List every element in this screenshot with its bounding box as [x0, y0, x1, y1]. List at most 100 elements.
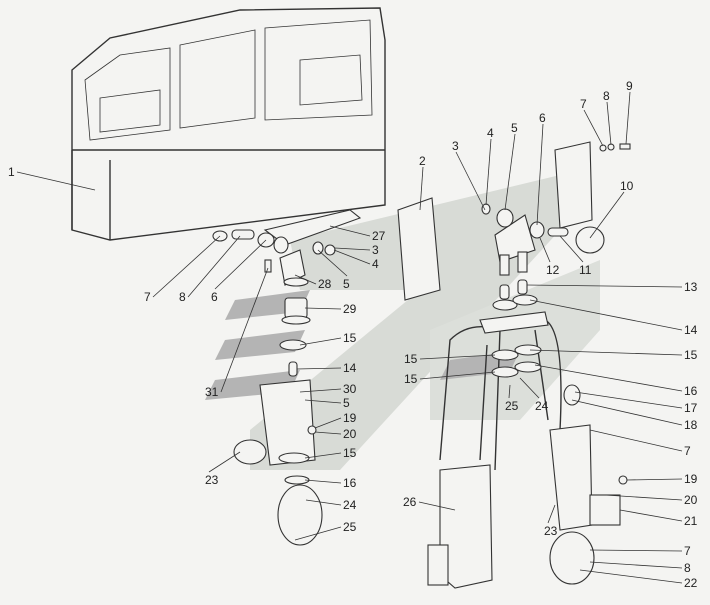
leader-line — [187, 235, 241, 298]
callout-4: 4 — [487, 126, 494, 140]
cab-body — [71, 7, 386, 241]
callout-28: 28 — [318, 277, 332, 291]
leader-line — [333, 249, 371, 265]
callout-8: 8 — [179, 290, 186, 304]
callout-17: 17 — [684, 401, 698, 415]
callout-16: 16 — [343, 476, 357, 490]
callout-8: 8 — [603, 89, 610, 103]
leader-line — [299, 388, 342, 393]
leader-line — [304, 307, 342, 310]
callout-20: 20 — [684, 493, 698, 507]
leader-line — [529, 349, 683, 356]
leader-line — [526, 284, 683, 288]
leader-line — [583, 109, 604, 147]
leader-line — [314, 417, 342, 429]
callout-21: 21 — [684, 514, 698, 528]
leader-line — [294, 526, 342, 541]
leader-line — [419, 166, 424, 211]
leader-line — [317, 249, 348, 277]
callout-2: 2 — [419, 154, 426, 168]
leader-line — [574, 391, 683, 409]
callout-15: 15 — [404, 352, 418, 366]
callout-22: 22 — [684, 576, 698, 590]
callout-10: 10 — [620, 179, 634, 193]
callout-23: 23 — [544, 524, 558, 538]
leader-line — [16, 171, 96, 191]
leader-line — [314, 431, 342, 435]
callout-5: 5 — [343, 396, 350, 410]
leader-line — [604, 494, 683, 501]
leader-line — [579, 569, 683, 584]
callout-5: 5 — [343, 277, 350, 291]
callout-15: 15 — [343, 446, 357, 460]
leader-line — [419, 371, 496, 380]
callout-15: 15 — [684, 348, 698, 362]
leader-line — [296, 367, 342, 370]
callout-15: 15 — [404, 372, 418, 386]
callout-5: 5 — [511, 121, 518, 135]
leader-line — [208, 451, 241, 473]
leader-line — [606, 101, 612, 146]
leader-line — [220, 267, 269, 393]
callout-30: 30 — [343, 382, 357, 396]
leader-line — [305, 499, 342, 506]
leader-line — [334, 247, 371, 251]
leader-line — [536, 123, 544, 226]
callout-8: 8 — [684, 561, 691, 575]
callout-14: 14 — [684, 323, 698, 337]
leader-line — [455, 151, 486, 211]
leader-line — [626, 478, 683, 481]
leader-line — [589, 191, 625, 239]
leader-line — [619, 509, 683, 522]
leader-line — [504, 133, 516, 211]
leader-line — [299, 337, 342, 346]
callout-13: 13 — [684, 280, 698, 294]
callout-7: 7 — [580, 97, 587, 111]
callout-23: 23 — [205, 473, 219, 487]
leader-line — [329, 225, 371, 237]
leader-line — [589, 549, 683, 552]
leader-line — [534, 364, 683, 392]
callout-3: 3 — [372, 243, 379, 257]
left-mount-assembly — [212, 209, 362, 546]
leader-line — [625, 91, 631, 145]
callout-15: 15 — [343, 331, 357, 345]
leader-line — [418, 501, 456, 511]
leader-line — [589, 561, 683, 569]
leader-line — [294, 274, 317, 285]
callout-12: 12 — [546, 263, 560, 277]
leader-line — [559, 235, 584, 263]
callout-24: 24 — [343, 498, 357, 512]
callout-7: 7 — [684, 444, 691, 458]
leader-line — [519, 377, 540, 399]
leader-line — [304, 479, 342, 484]
leader-line — [589, 429, 683, 452]
callout-1: 1 — [8, 165, 15, 179]
callout-7: 7 — [144, 290, 151, 304]
callout-19: 19 — [343, 411, 357, 425]
callout-26: 26 — [403, 495, 417, 509]
callout-25: 25 — [505, 399, 519, 413]
callout-16: 16 — [684, 384, 698, 398]
leader-line — [571, 399, 683, 426]
callout-6: 6 — [539, 111, 546, 125]
callout-4: 4 — [372, 257, 379, 271]
callout-19: 19 — [684, 472, 698, 486]
leader-line — [214, 239, 267, 290]
callout-20: 20 — [343, 427, 357, 441]
leader-line — [547, 504, 556, 524]
callout-9: 9 — [626, 79, 633, 93]
callout-31: 31 — [205, 385, 219, 399]
leader-line — [304, 399, 342, 404]
callout-7: 7 — [684, 544, 691, 558]
leader-line — [485, 138, 492, 206]
leader-line — [508, 384, 511, 399]
callout-24: 24 — [535, 399, 549, 413]
leader-line — [304, 452, 342, 459]
leader-line — [419, 354, 496, 360]
callout-27: 27 — [372, 229, 386, 243]
callout-29: 29 — [343, 302, 357, 316]
leader-lines — [16, 91, 683, 584]
